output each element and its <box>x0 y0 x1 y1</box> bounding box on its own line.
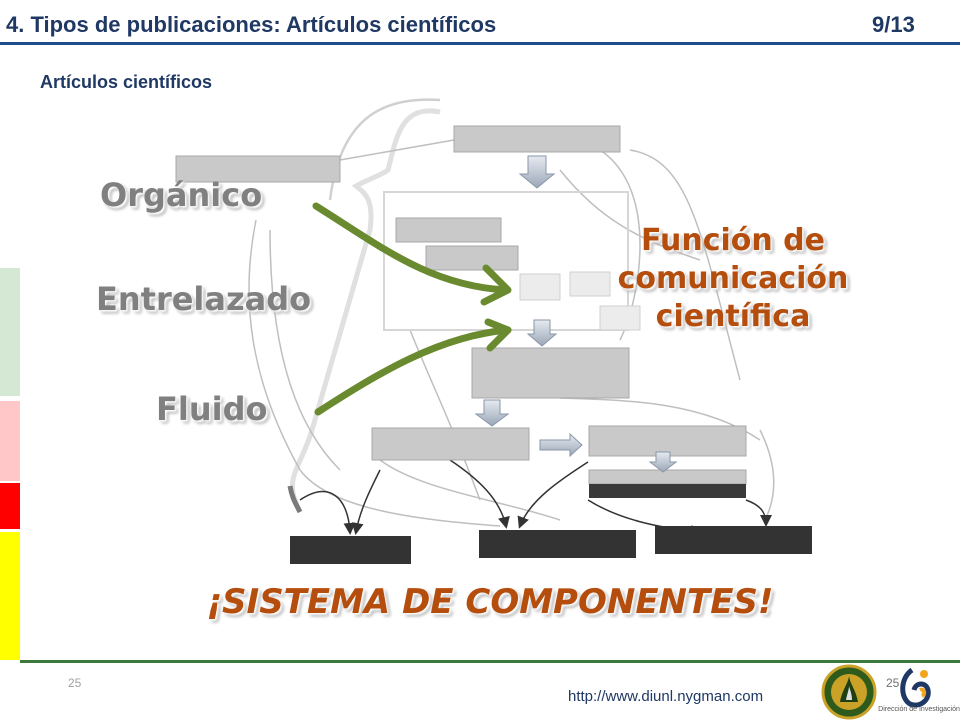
diagram-brace-tail <box>287 485 303 514</box>
connector-arrow <box>517 461 589 529</box>
component-block <box>371 427 530 461</box>
label-organico: Orgánico <box>100 176 263 214</box>
footer-divider <box>20 660 960 663</box>
connector-line <box>409 329 481 501</box>
component-block <box>453 125 621 153</box>
component-block <box>599 305 641 331</box>
investigacion-logo-caption: Dirección de Investigación <box>878 706 960 713</box>
green-arrow-fluido-head <box>484 318 512 352</box>
footer-page-number-right: 25 <box>886 676 900 690</box>
connector-line <box>759 429 775 521</box>
label-fluido: Fluido <box>156 390 268 428</box>
connector-line <box>379 459 561 521</box>
connector-arrow <box>745 499 772 527</box>
component-block <box>569 271 611 297</box>
connector-arrow <box>299 490 356 535</box>
block-arrow-right <box>539 432 583 458</box>
header-divider <box>0 42 960 45</box>
green-arrow-organico-head <box>480 264 512 306</box>
connector-line <box>629 149 741 381</box>
label-entrelazado: Entrelazado <box>96 280 312 318</box>
component-block-dark <box>290 536 411 564</box>
investigacion-logo <box>900 667 931 708</box>
component-block <box>588 469 747 485</box>
footer-url-link[interactable]: http://www.diunl.nygman.com <box>568 688 764 705</box>
connector-arrow <box>449 459 510 529</box>
connector-line <box>269 229 341 471</box>
block-arrow-down <box>474 399 510 427</box>
block-arrow-down <box>648 451 678 473</box>
sidebar-yellow-block <box>0 532 20 660</box>
sidebar-red-block <box>0 483 20 529</box>
page-counter: 9/13 <box>872 12 915 37</box>
connector-line <box>339 139 455 161</box>
footer-page-number-left: 25 <box>68 676 82 690</box>
university-seal-logo <box>821 664 877 720</box>
component-block <box>471 347 630 399</box>
sidebar-pink-block <box>0 401 20 481</box>
component-block <box>588 425 747 457</box>
sidebar-green-block <box>0 268 20 396</box>
component-block-dark <box>479 530 636 558</box>
green-arrow-fluido <box>314 326 512 416</box>
component-block <box>395 217 502 243</box>
component-block-dark <box>589 484 746 498</box>
funcion-line: Función de <box>640 223 825 258</box>
component-block <box>175 155 341 183</box>
component-block-dark <box>655 526 812 554</box>
block-arrow-down <box>526 319 558 347</box>
component-block <box>425 245 519 271</box>
connector-line <box>559 169 701 261</box>
connector-arrow <box>351 469 381 535</box>
funcion-comunicacion-text: Función de comunicación científica <box>598 222 868 336</box>
header-title: 4. Tipos de publicaciones: Artículos cie… <box>6 12 497 37</box>
sistema-componentes-text: ¡SISTEMA DE COMPONENTES! <box>206 582 774 622</box>
block-arrow-down <box>518 155 556 189</box>
component-block <box>519 273 561 301</box>
funcion-line: científica <box>655 299 811 334</box>
connector-line <box>248 219 501 527</box>
diagram-background-curve <box>328 98 441 201</box>
slide-subtitle: Artículos científicos <box>40 72 213 92</box>
green-arrow-organico <box>312 202 510 294</box>
funcion-line: comunicación <box>617 261 849 296</box>
diagram-brace <box>289 108 441 514</box>
